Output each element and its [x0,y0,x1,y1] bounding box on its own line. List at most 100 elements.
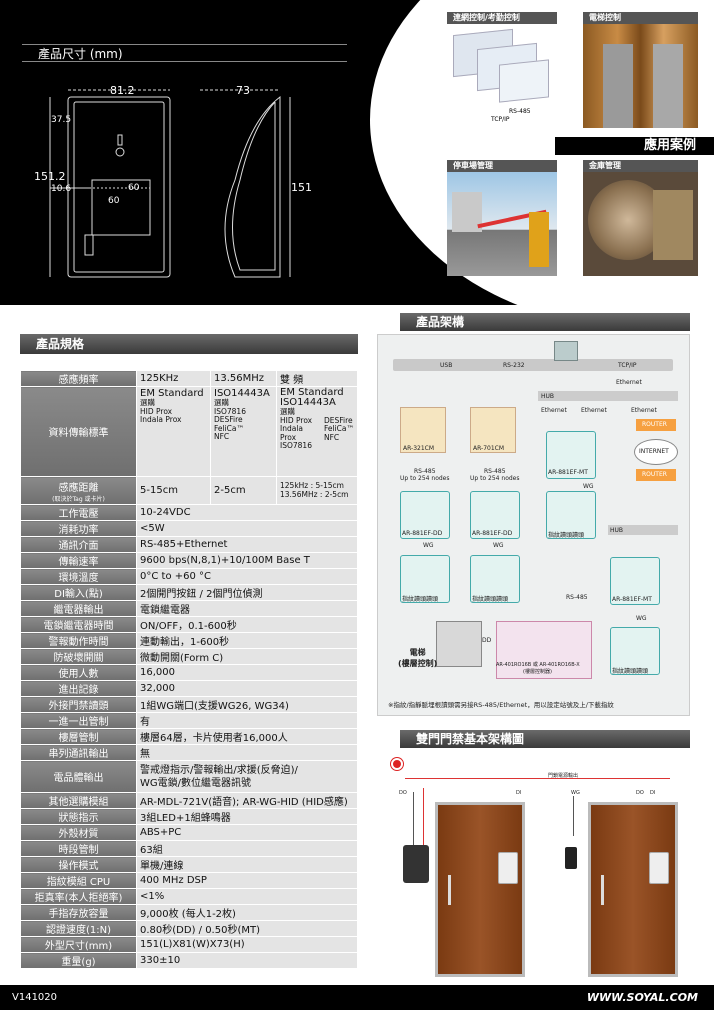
reader-label: 指紋讀頭讀頭 [548,532,585,539]
table-row: 重量(g)330±10 [20,952,358,969]
spec-value: ON/OFF，0.1-600秒 [136,616,358,633]
spec-value: AR-MDL-721V(語音); AR-WG-HID (HID感應) [136,792,358,809]
exit-button [649,852,669,884]
table-row: 樓層管制樓層64層，卡片使用者16,000人 [20,728,358,745]
elevator-icon [436,621,482,667]
spec-sub: 選購 [214,398,229,407]
spec-label: 外殼材質 [20,824,137,841]
version-label: V141020 [12,992,58,1003]
exit-button [498,852,518,884]
converter-ar321cm [400,407,446,453]
spec-label: 使用人數 [20,664,137,681]
front-inner-width-label: 60 [108,196,120,206]
spec-items: ISO7816 DESFire FeliCa™ NFC [214,406,246,441]
dimension-section-title: 產品尺寸 (mm) [22,44,347,62]
spec-value: 0°C to +60 °C [136,568,358,585]
label-tcpip: TCP/IP [491,116,510,123]
architecture-diagram: USB RS-232 TCP/IP Ethernet HUB Ethernet … [377,334,690,716]
spec-value: 1組WG端口(支援WG26, WG34) [136,696,358,713]
spec-value: 5-15cm [136,476,211,505]
spec-label: 警報動作時間 [20,632,137,649]
router-top [636,419,676,431]
ar701cm-label: AR-701CM [473,445,505,452]
spec-head: EM Standard [140,388,204,399]
vault-interior [653,190,693,260]
photo-network-control: 連網控制/考勤控制 RS-485 TCP/IP [447,12,557,128]
reader [470,555,520,603]
spec-value: 125kHz : 5-15cm 13.56MHz : 2-5cm [276,476,358,505]
spec-value: 400 MHz DSP [136,872,358,889]
spec-label: 繼電器輸出 [20,600,137,617]
spec-value: 9,000枚 (每人1-2枚) [136,904,358,921]
reader [400,555,450,603]
hub-bar [538,391,678,401]
table-row: 電品體輸出警戒燈指示/警報輸出/求援(反脅迫)/ WG電鎖/數位繼電器訊號 [20,760,358,793]
ar321cm-label: AR-321CM [403,445,435,452]
photo-caption: 金庫管理 [583,160,698,172]
spec-label: 通訊介面 [20,536,137,553]
device-mt [610,557,660,605]
spec-label: 感應頻率 [20,370,137,387]
front-inner-top-label: 37.5 [51,115,72,125]
spec-value: <1% [136,888,358,905]
spec-label: 傳輸速率 [20,552,137,569]
top-banner: 產品尺寸 (mm) 81.2 151.2 37.5 10.6 60 60 73 … [0,0,714,305]
spec-value: RS-485+Ethernet [136,536,358,553]
spec-label-sub: (取決於Tag 或卡片) [52,495,105,503]
spec-value: 125KHz [136,370,211,387]
spec-label: 重量(g) [20,952,137,969]
spec-label: 外型尺寸(mm) [20,936,137,953]
spec-value: 330±10 [136,952,358,969]
spec-label: 電品體輸出 [20,760,137,793]
table-row: 操作模式單機/連線 [20,856,358,873]
dd-label: DD [482,637,492,644]
ethernet-label: Ethernet [616,379,642,386]
door-section-title: 雙門門禁基本架構圖 [400,730,690,748]
table-row: 認證速度(1:N)0.80秒(DD) / 0.50秒(MT) [20,920,358,937]
label-rs485: RS-485 [509,108,531,115]
photo-caption: 連網控制/考勤控制 [447,12,557,24]
spec-value: 151(L)X81(W)X73(H) [136,936,358,953]
spec-label: 環境溫度 [20,568,137,585]
photo-elevator: 電梯控制 [583,12,698,128]
spec-label: 感應距離 (取決於Tag 或卡片) [20,476,137,505]
ethernet-label: Ethernet [541,407,567,414]
side-view-drawing [200,89,291,278]
spec-value: 10-24VDC [136,504,358,521]
fingerprint-device [403,845,429,883]
spec-items: HID Prox Indala Prox ISO7816 [280,415,313,450]
spec-cell: EM Standard ISO14443A 選購 HID Prox Indala… [276,386,358,477]
application-title: 應用案例 [643,138,696,153]
table-row: 防破壞開關微動開關(Form C) [20,648,358,665]
table-row: 外型尺寸(mm)151(L)X81(W)X73(H) [20,936,358,953]
spec-items: HID Prox Indala Prox [140,406,182,424]
spec-head: EM Standard ISO14443A [280,387,344,408]
device-dd [400,491,450,539]
website-link[interactable]: WWW.SOYAL.COM [586,991,698,1004]
spec-value: ABS+PC [136,824,358,841]
wg-label: WG [423,542,434,549]
reader [546,491,596,539]
table-row: 一進一出管制有 [20,712,358,729]
spec-cell: ISO14443A 選購 ISO7816 DESFire FeliCa™ NFC [210,386,277,477]
spec-label-main: 感應距離 [58,482,99,494]
device-dd [470,491,520,539]
front-inner-left-label: 10.6 [51,184,72,194]
dd-device-label: AR-881EF-DD [402,530,443,537]
ar401-label: AR-401RO16B 或 AR-401RO16B-X [496,662,580,668]
spec-label: 指紋模組 CPU [20,872,137,889]
rs485-nodes-label: RS-485 Up to 254 nodes [470,468,520,482]
spec-items: DESFire FeliCa™ NFC [323,415,354,442]
hub-label: HUB [541,393,555,400]
table-row: 拒真率(本人拒絕率)<1% [20,888,358,905]
hub-bar [608,525,678,535]
router-label: ROUTER [642,421,667,428]
spec-sub: 選購 [140,398,155,407]
